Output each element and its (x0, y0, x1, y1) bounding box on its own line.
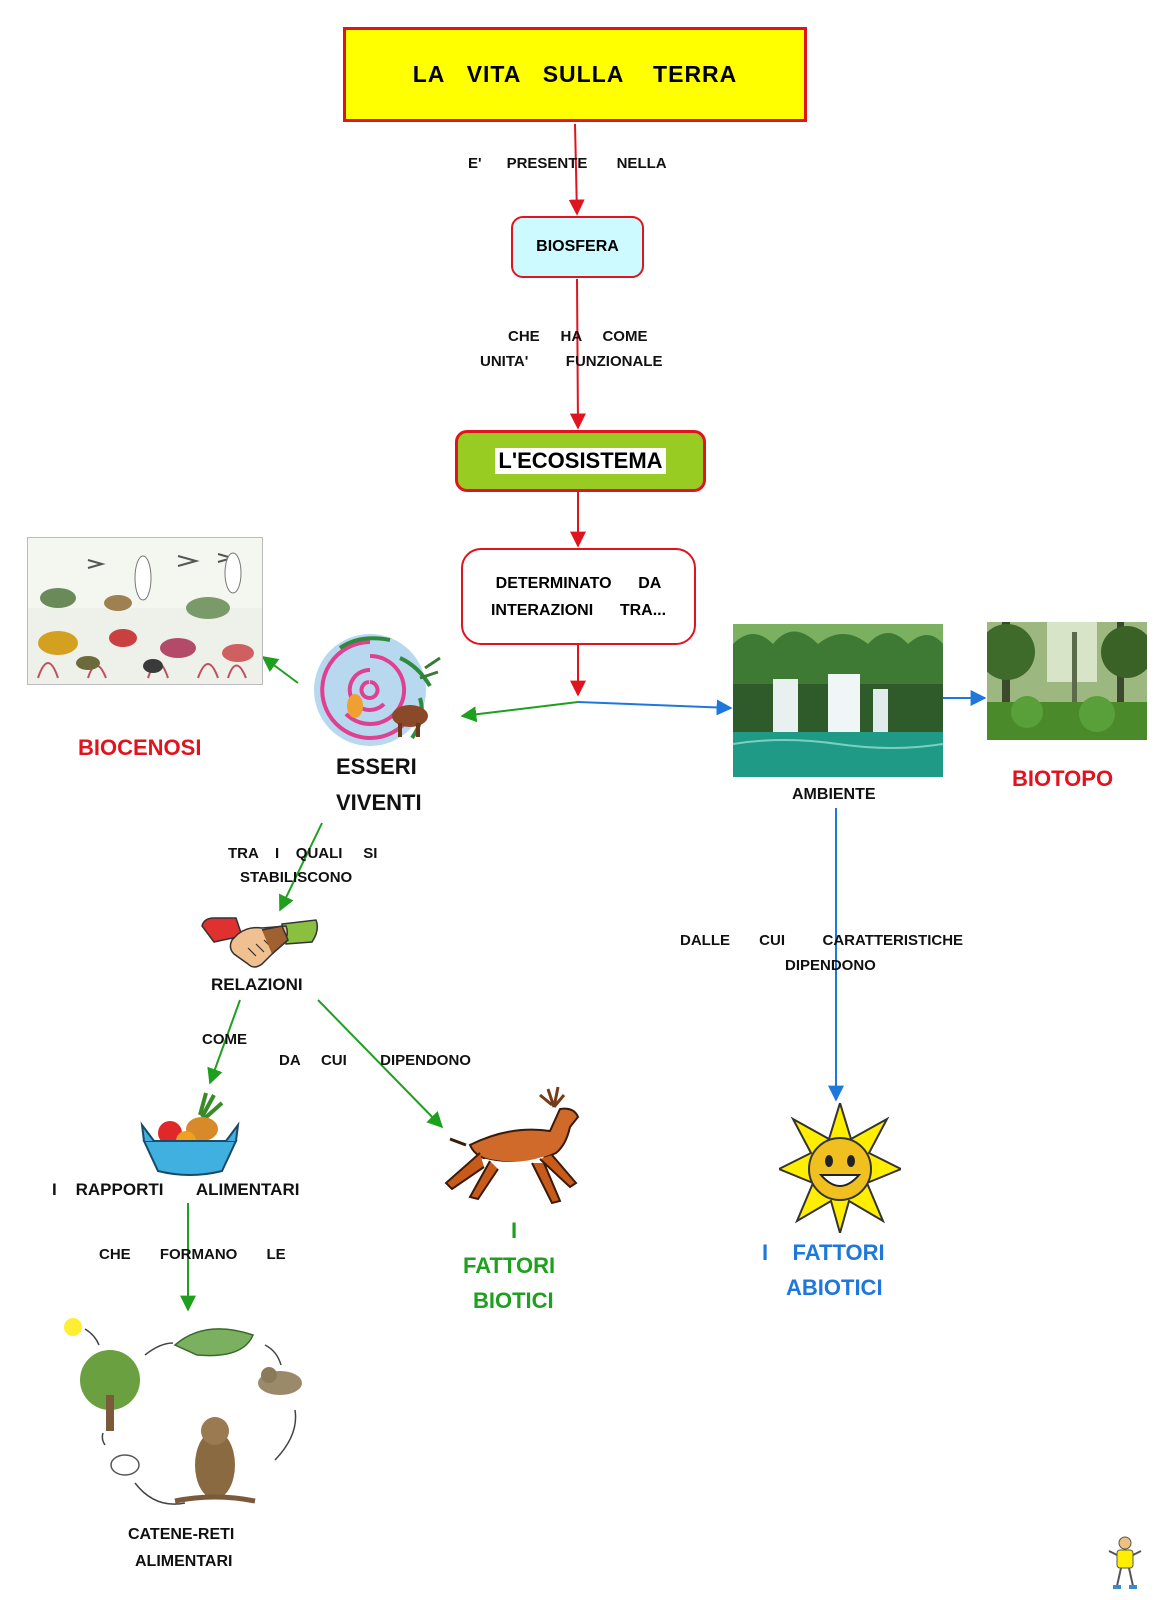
link-dalle-cui-2: DIPENDONO (785, 957, 876, 974)
link-presente: E' PRESENTE NELLA (468, 155, 667, 172)
title-box: LA VITA SULLA TERRA (343, 27, 807, 122)
determinato-box: DETERMINATO DA INTERAZIONI TRA... (461, 548, 696, 645)
biosfera-box: BIOSFERA (511, 216, 644, 278)
link-che-formano: CHE FORMANO LE (99, 1246, 286, 1263)
biosfera-text: BIOSFERA (536, 238, 619, 255)
arrow-split-esseri (460, 701, 579, 723)
catene-line1: CATENE-RETI (128, 1526, 235, 1543)
determinato-line1: DETERMINATO DA (495, 574, 662, 592)
arrow-split-ambiente (577, 699, 733, 716)
arrow-esseri-relazioni (279, 822, 323, 912)
arrow-relazioni-rapporti (207, 999, 241, 1085)
link-tra-quali-2: STABILISCONO (240, 869, 353, 886)
determinato-line2: INTERAZIONI TRA... (490, 601, 667, 619)
ambiente-label: AMBIENTE (792, 786, 876, 803)
food-chain-image (55, 1315, 323, 1523)
sun-icon (779, 1103, 901, 1233)
marine-life-image (27, 537, 263, 685)
biocenosi-label: BIOCENOSI (78, 735, 202, 760)
arrow-relazioni-biotici (317, 999, 444, 1129)
handshake-icon (198, 912, 320, 972)
rapporti-label: I RAPPORTI ALIMENTARI (52, 1180, 300, 1199)
arrow-title-biosfera (568, 123, 585, 216)
esseri-line2: VIVENTI (336, 790, 422, 815)
relazioni-label: RELAZIONI (211, 975, 303, 994)
fruit-basket-icon (140, 1085, 240, 1180)
forest-image (987, 622, 1147, 740)
link-tra-quali-1: TRA I QUALI SI (228, 845, 378, 862)
ecosistema-box: L'ECOSISTEMA (455, 430, 706, 492)
catene-line2: ALIMENTARI (135, 1553, 233, 1570)
abiotici-line1: I FATTORI (762, 1240, 885, 1265)
link-come: COME (202, 1031, 247, 1048)
waterfall-image (733, 624, 943, 777)
link-da-cui: DA CUI DIPENDONO (279, 1052, 471, 1069)
evolution-spiral-image (300, 628, 452, 753)
arrow-biosfera-ecosistema (569, 278, 586, 430)
biotopo-label: BIOTOPO (1012, 766, 1114, 791)
esseri-line1: ESSERI (336, 754, 417, 779)
mascot-icon (1107, 1535, 1143, 1590)
biotici-line2: FATTORI (463, 1253, 556, 1278)
deer-icon (440, 1085, 592, 1213)
link-che-ha-1: CHE HA COME (508, 328, 648, 345)
arrow-esseri-biocenosi (261, 656, 299, 684)
link-dalle-cui-1: DALLE CUI CARATTERISTICHE (680, 932, 964, 949)
biotici-line3: BIOTICI (473, 1288, 554, 1313)
link-che-ha-2: UNITA' FUNZIONALE (480, 353, 663, 370)
ecosistema-text: L'ECOSISTEMA (495, 448, 666, 474)
abiotici-line2: ABIOTICI (786, 1275, 883, 1300)
title-text: LA VITA SULLA TERRA (412, 61, 738, 87)
biotici-line1: I (511, 1218, 518, 1243)
